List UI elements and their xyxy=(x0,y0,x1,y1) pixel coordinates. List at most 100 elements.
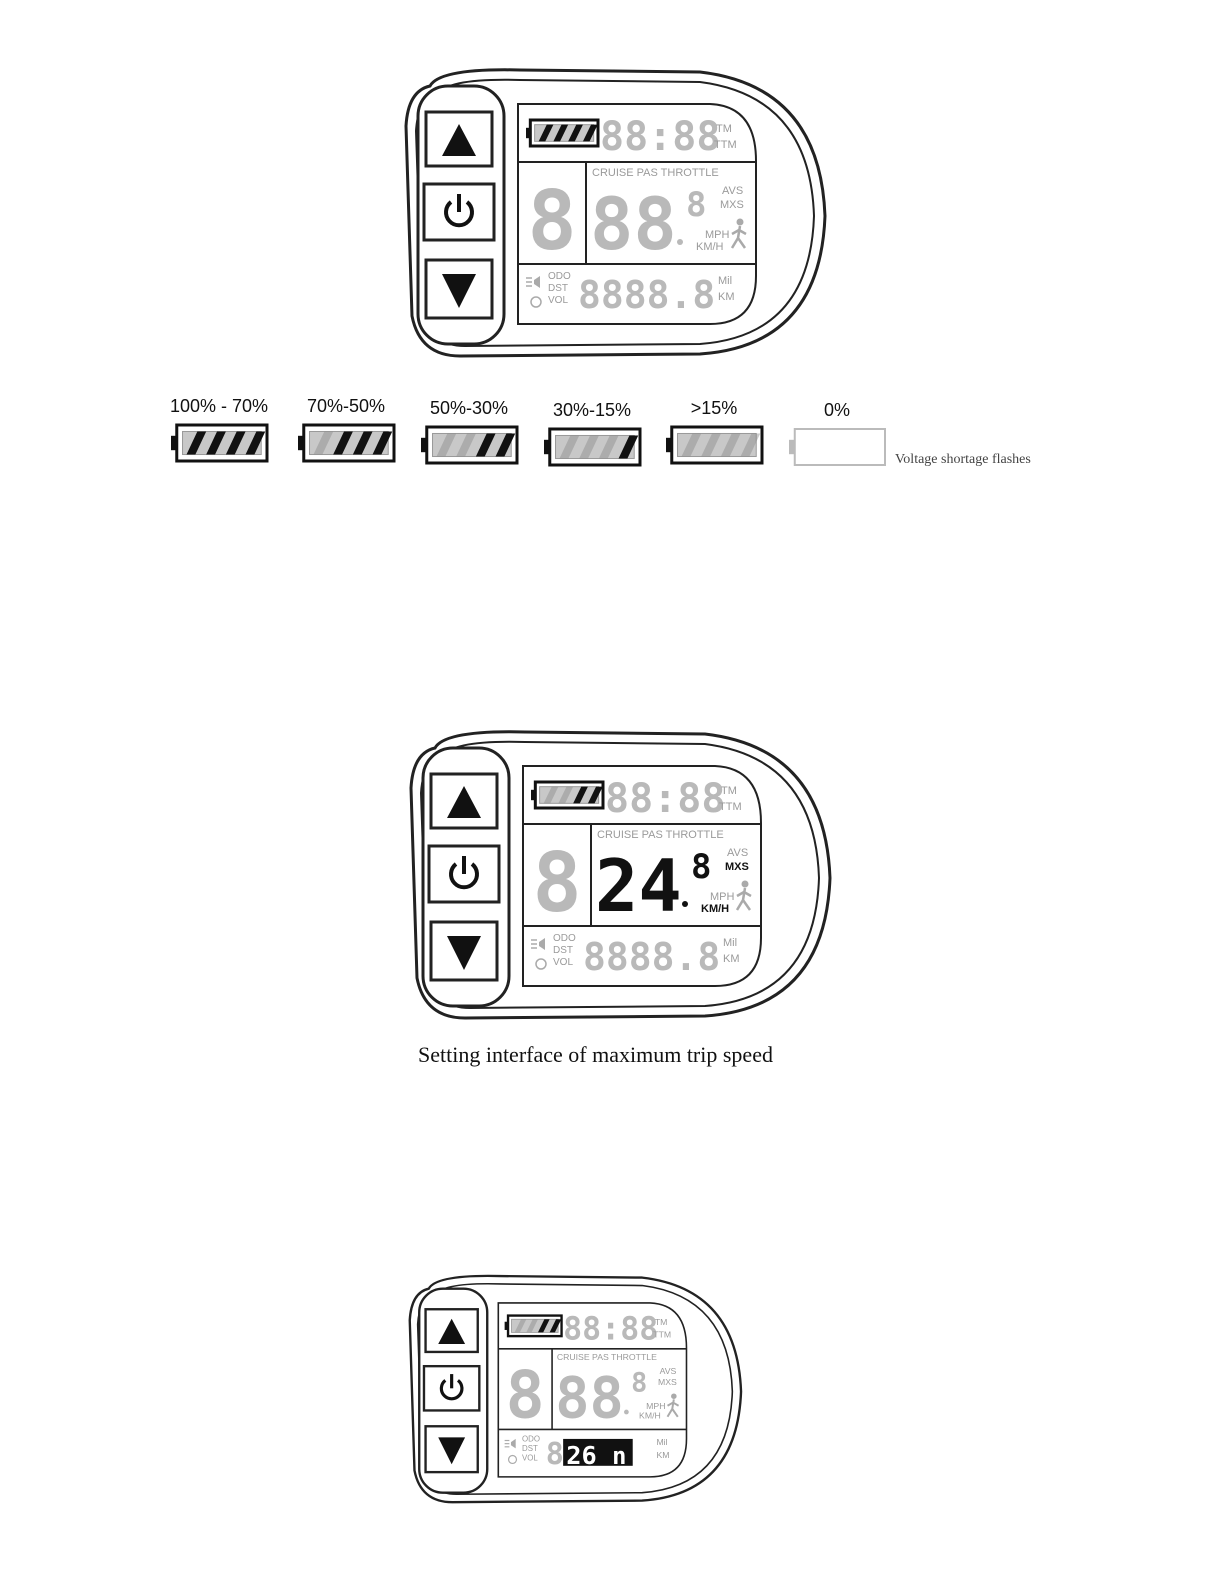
battery-bar xyxy=(436,433,457,457)
power-button[interactable] xyxy=(422,1364,481,1412)
error-icon-ring xyxy=(530,296,542,308)
battery-bar xyxy=(579,435,599,459)
speed-mode-avs: AVS xyxy=(722,185,743,197)
battery-shell xyxy=(302,423,396,463)
power-icon-arc xyxy=(449,862,479,890)
battery-bar xyxy=(372,431,393,455)
down-arrow-icon xyxy=(447,936,481,970)
power-button[interactable] xyxy=(422,182,496,242)
trip-unit-mil: Mil xyxy=(656,1437,667,1447)
assist-level-digit: 8 xyxy=(506,1359,545,1434)
battery-bar xyxy=(587,786,603,804)
speed-digits: 24 xyxy=(595,844,682,928)
trip-label-vol: VOL xyxy=(553,957,573,968)
battery-terminal xyxy=(531,789,536,801)
mode-labels: CRUISE PAS THROTTLE xyxy=(557,1352,657,1362)
battery-bar xyxy=(225,431,246,455)
trip-label-vol: VOL xyxy=(548,295,568,306)
trip-label-odo: ODO xyxy=(548,271,571,282)
speed-decimal-digit: 8 xyxy=(691,847,711,887)
trip-suffix: n xyxy=(612,1442,626,1470)
battery-legend-glyph xyxy=(171,423,269,463)
battery-terminal xyxy=(789,439,795,455)
walk-assist-icon xyxy=(730,218,747,249)
trip-label-vol: VOL xyxy=(522,1453,538,1462)
battery-bar xyxy=(598,435,619,459)
battery-note: Voltage shortage flashes xyxy=(895,452,1031,467)
trip-digit-off: 8 xyxy=(546,1437,564,1472)
battery-terminal xyxy=(526,127,531,139)
clock-digits: 88:88 xyxy=(563,1311,658,1347)
trip-value: 26 xyxy=(566,1441,596,1470)
battery-bar xyxy=(618,435,639,459)
headlight-icon xyxy=(531,938,545,950)
trip-label-dst: DST xyxy=(522,1444,538,1453)
up-arrow-icon xyxy=(438,1318,466,1345)
clock-unit-tm: TM xyxy=(721,785,737,797)
battery-bar xyxy=(537,1319,550,1333)
up-button[interactable] xyxy=(424,1308,479,1354)
battery-level-label: 70%-50% xyxy=(306,396,386,416)
clock-digits: 88:88 xyxy=(600,114,720,160)
battery-bar xyxy=(333,431,353,455)
battery-bar xyxy=(245,431,266,455)
battery-terminal xyxy=(544,439,550,455)
down-button[interactable] xyxy=(424,258,494,320)
trip-unit-km: KM xyxy=(723,953,740,965)
speed-unit-mph: MPH xyxy=(705,229,730,241)
battery-level-label: 50%-30% xyxy=(429,398,509,418)
up-button[interactable] xyxy=(429,772,499,830)
battery-bar xyxy=(573,786,588,804)
power-button[interactable] xyxy=(427,844,501,904)
speed-unit-mph: MPH xyxy=(646,1401,665,1411)
battery-bar xyxy=(313,431,334,455)
speed-unit-kmh: KM/H xyxy=(696,241,724,253)
up-arrow-icon xyxy=(442,124,476,156)
headlight-icon-lamp xyxy=(539,938,545,950)
up-arrow-icon xyxy=(447,786,481,818)
speed-unit-kmh: KM/H xyxy=(639,1410,661,1420)
walk-icon-head xyxy=(671,1393,677,1399)
down-button[interactable] xyxy=(424,1425,479,1474)
walk-icon-head xyxy=(741,880,749,888)
battery-bar xyxy=(206,431,226,455)
trip-label-odo: ODO xyxy=(522,1434,540,1443)
error-icon xyxy=(507,1454,518,1465)
battery-bar xyxy=(701,433,721,457)
speed-mode-avs: AVS xyxy=(660,1366,677,1376)
walk-icon-body xyxy=(730,225,747,249)
lcd-battery-icon xyxy=(526,118,600,148)
battery-bar xyxy=(352,431,373,455)
down-button[interactable] xyxy=(429,920,499,982)
up-button[interactable] xyxy=(424,110,494,168)
trip-label-odo: ODO xyxy=(553,933,576,944)
power-icon xyxy=(439,1374,464,1401)
battery-icon xyxy=(298,423,396,463)
battery-legend-glyph xyxy=(789,428,886,466)
clock-unit-tm: TM xyxy=(655,1317,668,1327)
speed-decimal-point xyxy=(624,1409,629,1415)
lcd-screen xyxy=(522,765,762,987)
speed-digits: 88 xyxy=(555,1366,624,1432)
power-icon-arc xyxy=(439,1379,464,1401)
battery-terminal xyxy=(666,437,672,453)
battery-bar xyxy=(681,433,702,457)
battery-shell xyxy=(793,428,886,466)
trip-unit-km: KM xyxy=(656,1450,669,1460)
battery-bar xyxy=(720,433,741,457)
speed-mode-mxs: MXS xyxy=(720,199,744,211)
battery-bar xyxy=(549,1319,562,1333)
down-button-frame xyxy=(424,1425,479,1474)
error-icon xyxy=(530,296,542,308)
battery-level-label: 0% xyxy=(823,400,850,420)
battery-bar xyxy=(526,1319,538,1333)
battery-shell xyxy=(548,427,642,467)
trip-unit-mil: Mil xyxy=(718,275,732,287)
battery-icon xyxy=(666,425,764,465)
battery-bar xyxy=(559,435,580,459)
trip-label-dst: DST xyxy=(553,945,573,956)
mode-labels: CRUISE PAS THROTTLE xyxy=(592,167,719,179)
mode-labels: CRUISE PAS THROTTLE xyxy=(597,829,724,841)
